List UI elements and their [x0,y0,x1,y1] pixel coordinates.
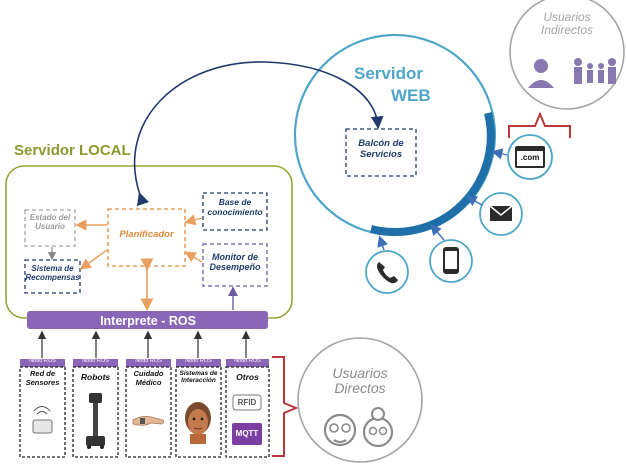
rfid-mqtt-icon [232,394,262,445]
ros-node-title: Otros [236,372,259,382]
ros-node-tag-label: Nodo ROS [185,358,212,364]
elderly-couple-icon [323,407,394,448]
direct-users-bracket [272,356,299,457]
ros-node-box [125,366,172,458]
browser-com-label: .com [520,153,540,162]
indirect-users-line1: Usuarios [543,10,591,24]
user-state-box [24,209,76,247]
ros-node-tag [176,359,221,367]
ros-node-title: Cuidado Médico [133,369,164,387]
caregiver-icon [528,59,554,88]
direct-users-circle [297,337,423,463]
rewards-label: Sistema de Recompensas [25,264,80,283]
arrow-phone [377,235,388,251]
family-icon [574,58,616,84]
web-server-title-line2: WEB [391,86,431,105]
ros-node-tag [20,359,65,367]
ros-bar [27,311,268,329]
performance-monitor-box [202,243,268,287]
arrow-browser [491,148,508,160]
performance-monitor-label: Monitor de Desempeño [209,252,261,273]
arrow-knowledge-to-planner [184,214,203,226]
rfid-badge-label: RFID [237,398,257,407]
ros-node-title: Red de Sensores [25,369,60,387]
planner-label: Planificador [119,229,174,240]
planner-box [107,208,186,267]
rewards-box [24,259,81,294]
web-server-title-line1: Servidor [354,64,423,83]
arrow-smartphone [430,223,445,241]
ros-node-title: Sistemas de Interacción [179,370,218,385]
ros-node-tag [73,359,118,367]
browser-icon [507,134,553,180]
smartphone-icon [429,239,473,283]
ros-node-tag-label: Nodo ROS [82,358,109,364]
ros-node-title: Robots [80,372,111,382]
robot-icon [86,393,105,449]
avatar-face-icon [185,402,211,444]
arrow-mail [465,195,483,207]
direct-users-line1: Usuarios [332,365,388,381]
ros-node-tag-label: Nodo ROS [135,358,162,364]
arrow-planner-to-rewards [79,249,108,270]
direct-users-line2: Directos [334,379,386,396]
ros-node-tag [226,359,269,367]
web-server-arc [370,112,495,236]
ros-node-columns [19,330,270,458]
local-server-title: Servidor LOCAL [14,142,131,159]
ros-node-tag-label: Nodo ROS [29,358,56,364]
ros-bar-label: Interprete - ROS [100,314,196,328]
user-state-label: Estado del Usuario [29,213,71,232]
indirect-users-bracket [508,111,571,138]
local-web-connector [133,61,384,207]
ros-node-tag [126,359,171,367]
sensor-icon [32,406,53,434]
ros-node-tag-label: Nodo ROS [234,358,261,364]
balcony-label: Balcón de Servicios [358,138,404,160]
arrow-monitor-to-planner [184,251,203,263]
indirect-users-label: Usuarios Indirectos [522,10,612,38]
mqtt-badge-label: MQTT [235,429,259,438]
phone-call-icon [365,250,409,294]
medical-hand-icon [132,416,165,426]
mail-icon [479,192,523,236]
indirect-users-line2: Indirectos [540,23,594,38]
direct-users-label: Usuarios Directos [310,366,410,395]
knowledge-base-label: Base de conocimiento [207,197,263,217]
